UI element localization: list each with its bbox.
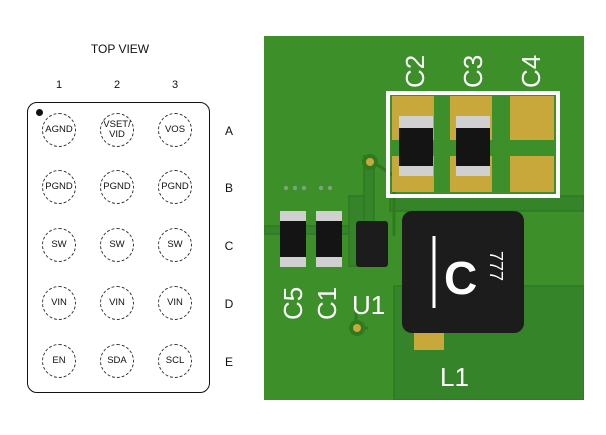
row-letter-d: D (224, 297, 234, 311)
c2-body (399, 128, 433, 166)
pcb-layout: C2 C3 C4 C5 C1 U1 L1 C 777 (264, 36, 584, 400)
label-c5: C5 (278, 287, 308, 320)
c2-terminal-bottom (399, 166, 433, 176)
ball-a3: VOS (158, 113, 192, 147)
column-number-1: 1 (55, 79, 63, 91)
via-dots (283, 185, 333, 191)
row-letter-a: A (224, 124, 233, 138)
ball-c3: SW (158, 228, 192, 262)
c3-terminal-top (456, 116, 490, 128)
c4-pad-top (510, 96, 554, 140)
c1-terminal-bottom (316, 257, 342, 267)
c4-pad-bottom (510, 156, 554, 192)
row-letter-c: C (224, 239, 234, 253)
ball-d2: VIN (100, 286, 134, 320)
ball-b1: PGND (42, 170, 76, 204)
row-letter-e: E (224, 355, 233, 369)
c1-terminal-top (316, 211, 342, 221)
label-u1: U1 (352, 290, 385, 320)
inductor-logo: C (444, 252, 477, 304)
ball-b2: PGND (100, 170, 134, 204)
u1-chip (356, 221, 388, 267)
label-c1: C1 (312, 287, 342, 320)
label-l1: L1 (440, 362, 469, 392)
ball-e1: EN (42, 344, 76, 378)
c3-body (456, 128, 490, 166)
c2-terminal-top (399, 116, 433, 128)
label-c4: C4 (516, 55, 546, 88)
row-letter-b: B (224, 181, 233, 195)
ball-e3: SCL (158, 344, 192, 378)
ball-a2: VSET/ VID (100, 113, 134, 147)
c1-body (316, 221, 342, 257)
ball-b3: PGND (158, 170, 192, 204)
ball-c2: SW (100, 228, 134, 262)
inductor-marking: 777 (486, 251, 506, 281)
column-number-2: 2 (113, 79, 121, 91)
package-outline (27, 102, 210, 393)
label-c3: C3 (458, 55, 488, 88)
label-c2: C2 (400, 55, 430, 88)
pin1-marker (36, 109, 43, 116)
ball-d3: VIN (158, 286, 192, 320)
silkscreen-outline (386, 91, 560, 198)
c5-body (280, 221, 306, 257)
ball-c1: SW (42, 228, 76, 262)
l1-pad (414, 328, 444, 350)
c5-terminal-top (280, 211, 306, 221)
ball-e2: SDA (100, 344, 134, 378)
top-view-title: TOP VIEW (90, 42, 150, 56)
c3-terminal-bottom (456, 166, 490, 176)
c5-terminal-bottom (280, 257, 306, 267)
via (349, 154, 378, 336)
column-number-3: 3 (171, 79, 179, 91)
ball-a1: AGND (42, 113, 76, 147)
silkscreen-labels: C2 C3 C4 C5 C1 U1 L1 C 777 (278, 55, 546, 392)
ball-d1: VIN (42, 286, 76, 320)
